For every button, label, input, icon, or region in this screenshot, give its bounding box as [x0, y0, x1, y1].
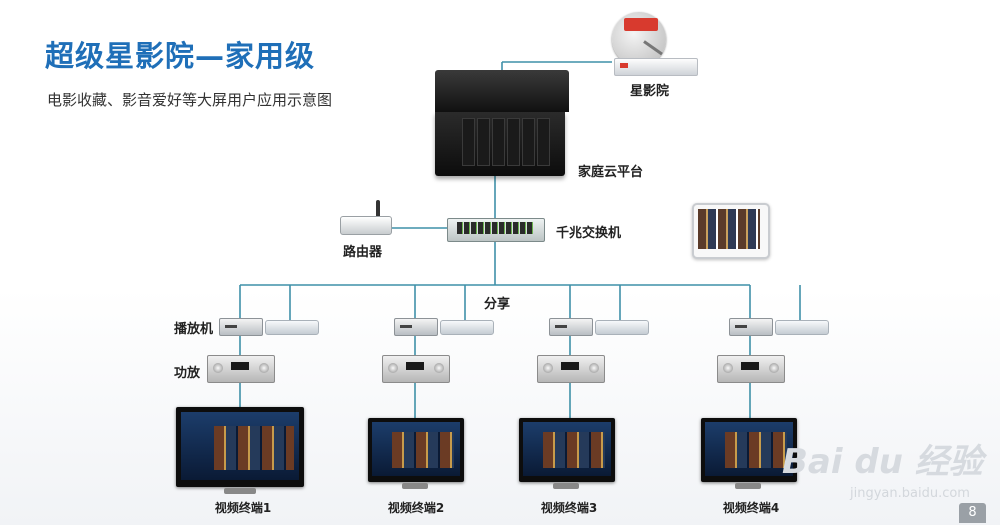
tv-stand [735, 483, 761, 489]
satellite-logo [624, 18, 658, 31]
switch-ports [457, 222, 533, 234]
drive-bay [477, 118, 490, 166]
page-subtitle: 电影收藏、影音爱好等大屏用户应用示意图 [47, 91, 333, 109]
set-top-box-icon [775, 320, 829, 335]
drive-bay [537, 118, 550, 166]
router-antenna [376, 200, 380, 218]
switch-label: 千兆交换机 [556, 226, 622, 241]
player-led [735, 325, 747, 328]
tv-posters [543, 432, 605, 468]
media-player-icon [729, 318, 773, 336]
router-icon [340, 216, 392, 235]
baidu-watermark-url: jingyan.baidu.com [850, 486, 970, 501]
set-top-box-icon [440, 320, 494, 335]
terminal-label-4: 视频终端4 [722, 501, 780, 515]
amp-display [231, 362, 249, 370]
home-cloud-server-top [435, 70, 569, 112]
tv-posters [725, 432, 787, 468]
media-player-icon [549, 318, 593, 336]
drive-bay [462, 118, 475, 166]
page-title: 超级星影院—家用级 [45, 39, 316, 73]
drive-bay [492, 118, 505, 166]
terminal-label-3: 视频终端3 [540, 501, 598, 515]
amp-knob [388, 363, 398, 373]
terminal-label-1: 视频终端1 [214, 501, 272, 515]
player-row-label: 播放机 [174, 322, 214, 337]
tv-stand [224, 488, 256, 494]
player-led [225, 325, 237, 328]
media-player-icon [219, 318, 263, 336]
baidu-watermark: Bai du 经验 [782, 442, 983, 482]
amp-knob [259, 363, 269, 373]
amp-display [406, 362, 424, 370]
tv-posters [392, 432, 454, 468]
amp-display [741, 362, 759, 370]
amp-knob [434, 363, 444, 373]
player-led [400, 325, 412, 328]
satellite-label: 星影院 [630, 84, 670, 99]
share-label: 分享 [484, 297, 511, 312]
set-top-box-icon [595, 320, 649, 335]
media-player-icon [394, 318, 438, 336]
tv-stand [402, 483, 428, 489]
receiver-logo [620, 63, 628, 68]
drive-bay [522, 118, 535, 166]
amp-knob [213, 363, 223, 373]
terminal-label-2: 视频终端2 [387, 501, 445, 515]
amp-knob [769, 363, 779, 373]
amp-display [561, 362, 579, 370]
page-number: 8 [959, 503, 986, 523]
amp-knob [589, 363, 599, 373]
router-label: 路由器 [343, 245, 383, 260]
amplifier-row-label: 功放 [174, 366, 201, 381]
tv-stand [553, 483, 579, 489]
player-led [555, 325, 567, 328]
tablet-screen [698, 209, 760, 249]
amp-knob [543, 363, 553, 373]
home-cloud-label: 家庭云平台 [578, 165, 644, 180]
drive-bay [507, 118, 520, 166]
satellite-receiver-icon [614, 58, 698, 76]
tv-posters [214, 426, 294, 470]
set-top-box-icon [265, 320, 319, 335]
amp-knob [723, 363, 733, 373]
